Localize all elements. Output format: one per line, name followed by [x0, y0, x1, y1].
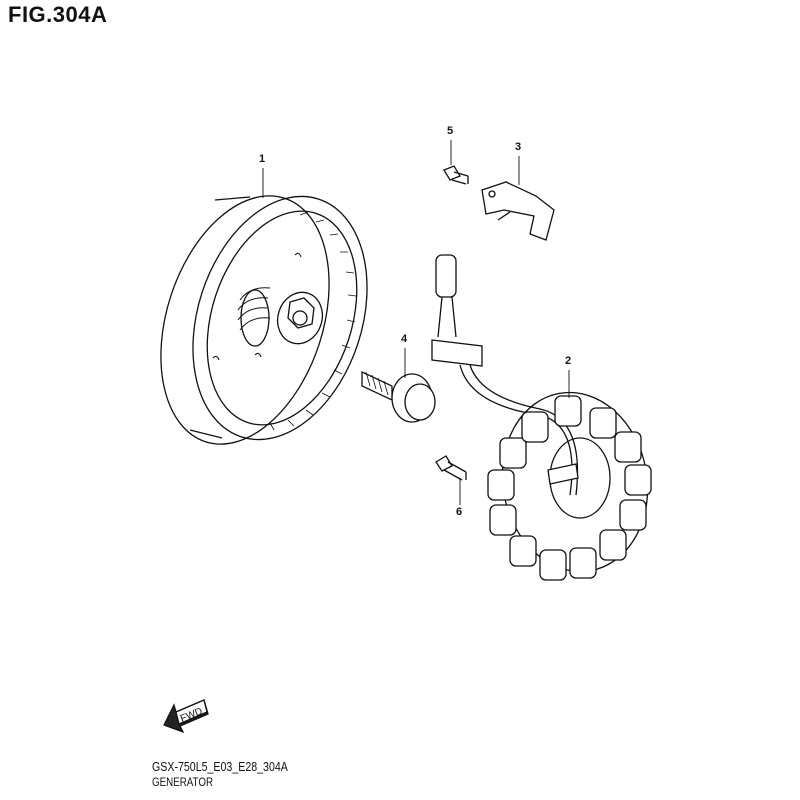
clamp[interactable] — [481, 181, 555, 241]
rotor-bolt[interactable] — [361, 370, 436, 423]
figure-name: GENERATOR — [152, 777, 214, 789]
callout-1: 1 — [259, 153, 266, 165]
fwd-arrow-icon: FWD — [163, 699, 209, 734]
figure-code: GSX-750L5_E03_E28_304A — [152, 760, 288, 774]
stator[interactable] — [431, 254, 662, 583]
callout-5: 5 — [447, 125, 454, 137]
callout-2: 2 — [565, 355, 572, 367]
callout-4: 4 — [401, 333, 408, 345]
leader-lines — [262, 140, 570, 505]
callout-3: 3 — [515, 141, 522, 153]
clamp-screw[interactable] — [443, 165, 469, 185]
stator-screw[interactable] — [435, 455, 467, 481]
callout-6: 6 — [456, 506, 463, 518]
flywheel-rotor[interactable] — [131, 174, 396, 466]
figure-title: FIG.304A — [8, 2, 108, 27]
